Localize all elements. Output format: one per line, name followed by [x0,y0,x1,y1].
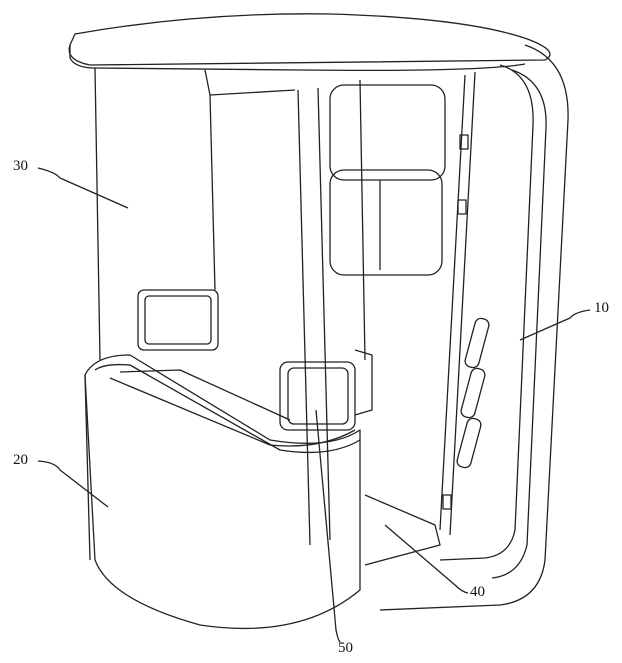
left-window-inner [144,295,212,345]
label-30: 30 [13,158,28,174]
back-window-bottom [329,169,443,276]
leader-40 [384,524,469,594]
cabin-shell [379,44,569,611]
leader-20 [37,460,109,508]
base-front [84,374,91,561]
label-50: 50 [338,640,353,656]
hinge [459,134,469,150]
roof-edge [69,45,526,72]
leader-50 [315,409,341,643]
label-40: 40 [470,584,485,600]
back-window-top [329,84,446,181]
vent-slots [456,317,490,469]
base-rim [94,363,361,454]
cabin-shell-inner [439,64,534,561]
side-panel [94,67,101,361]
panel-edge [204,69,296,291]
roof-top [68,13,551,66]
left-window [137,289,219,351]
shell-bevel [491,69,547,579]
door-frame [297,71,476,546]
label-10: 10 [594,300,609,316]
floor [364,494,441,566]
base-unit [84,354,361,630]
base-inner [109,369,356,447]
leader-30 [37,167,129,209]
hinge [442,494,452,510]
door-latch [354,349,373,416]
leader-10 [519,309,591,341]
door-handle-inner [287,367,349,425]
label-20: 20 [13,452,28,468]
hinge [457,199,467,215]
